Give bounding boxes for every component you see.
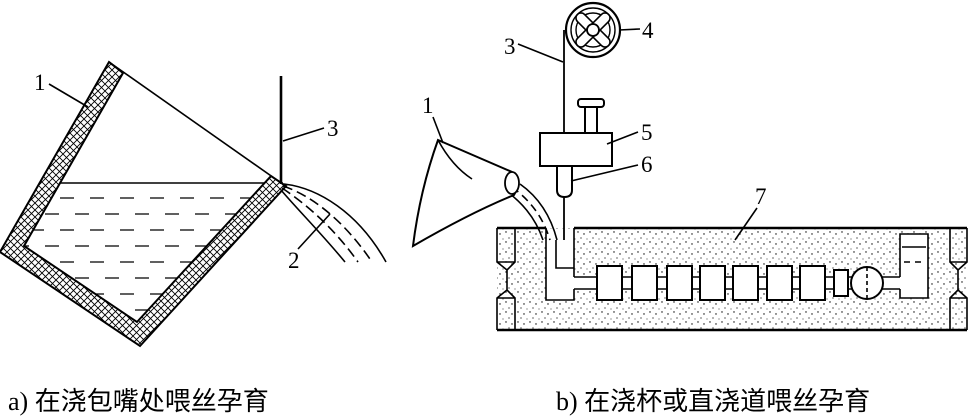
- figure-a: 1 3 2 a) 在浇包嘴处喂丝孕育: [0, 60, 387, 416]
- ladle-wall: [0, 60, 288, 348]
- sprue-fill: [546, 229, 574, 300]
- leader-guide-tube: [570, 164, 639, 182]
- leader-wire: [282, 127, 325, 142]
- casting-cavity: [799, 265, 826, 301]
- feeder-box: [539, 132, 613, 167]
- callout-wire-reel: 4: [642, 18, 654, 43]
- leader-ladle: [48, 83, 89, 108]
- cup-inner-line: [437, 139, 473, 180]
- figure-b: 1 3 4 5 6 7 b) 在浇杯或直浇道喂丝孕育: [411, 1, 968, 416]
- stream-edge: [283, 183, 387, 263]
- casting-cavity: [732, 265, 759, 301]
- stream-edge: [280, 189, 346, 263]
- stream-edge: [519, 183, 558, 241]
- reel-ring: [575, 12, 611, 48]
- pouring-stream: [280, 183, 387, 263]
- riser-fill: [900, 234, 928, 298]
- callout-wire: 3: [327, 116, 339, 141]
- leader-pouring-cup: [432, 116, 444, 144]
- leader-feeder: [606, 131, 639, 145]
- flask-right-side: [949, 228, 968, 330]
- casting-cavity-small: [833, 269, 849, 297]
- sprue-inner-wall: [555, 240, 574, 269]
- wire-reel: [564, 1, 622, 59]
- riser: [899, 233, 929, 299]
- leader-wire: [517, 43, 564, 63]
- caption-b: b) 在浇杯或直浇道喂丝孕育: [556, 387, 870, 416]
- cup-spout: [504, 171, 520, 195]
- casting-cavity: [766, 265, 793, 301]
- casting-cavity: [666, 265, 693, 301]
- feeder-pin-stem: [584, 105, 598, 135]
- callout-pouring-cup: 1: [422, 93, 434, 118]
- casting-cavity: [596, 265, 623, 301]
- callout-mold: 7: [755, 184, 767, 209]
- leader-mold: [734, 207, 758, 241]
- leader-wire-reel: [618, 28, 641, 31]
- wire-feeder: [539, 98, 613, 167]
- reel-ring: [570, 7, 616, 53]
- callout-wire: 3: [504, 34, 516, 59]
- sprue: [545, 228, 575, 301]
- casting-cavity: [631, 265, 658, 301]
- feeder-pin-cap: [577, 98, 605, 108]
- callout-ladle: 1: [34, 70, 46, 95]
- flask-left-side: [496, 228, 516, 330]
- reel-hub: [586, 23, 600, 37]
- mold: [496, 226, 968, 332]
- callout-stream: 2: [288, 248, 300, 273]
- caption-a: a) 在浇包嘴处喂丝孕育: [8, 387, 269, 416]
- callout-feeder: 5: [641, 120, 653, 145]
- casting-cavity: [699, 265, 726, 301]
- leader-stream: [297, 213, 331, 250]
- ladle-rim: [108, 61, 285, 186]
- stream-inner: [281, 187, 359, 263]
- pouring-cup: [411, 138, 520, 248]
- stream-inner: [282, 185, 373, 263]
- guide-tube: [556, 165, 573, 199]
- callout-guide-tube: 6: [641, 152, 653, 177]
